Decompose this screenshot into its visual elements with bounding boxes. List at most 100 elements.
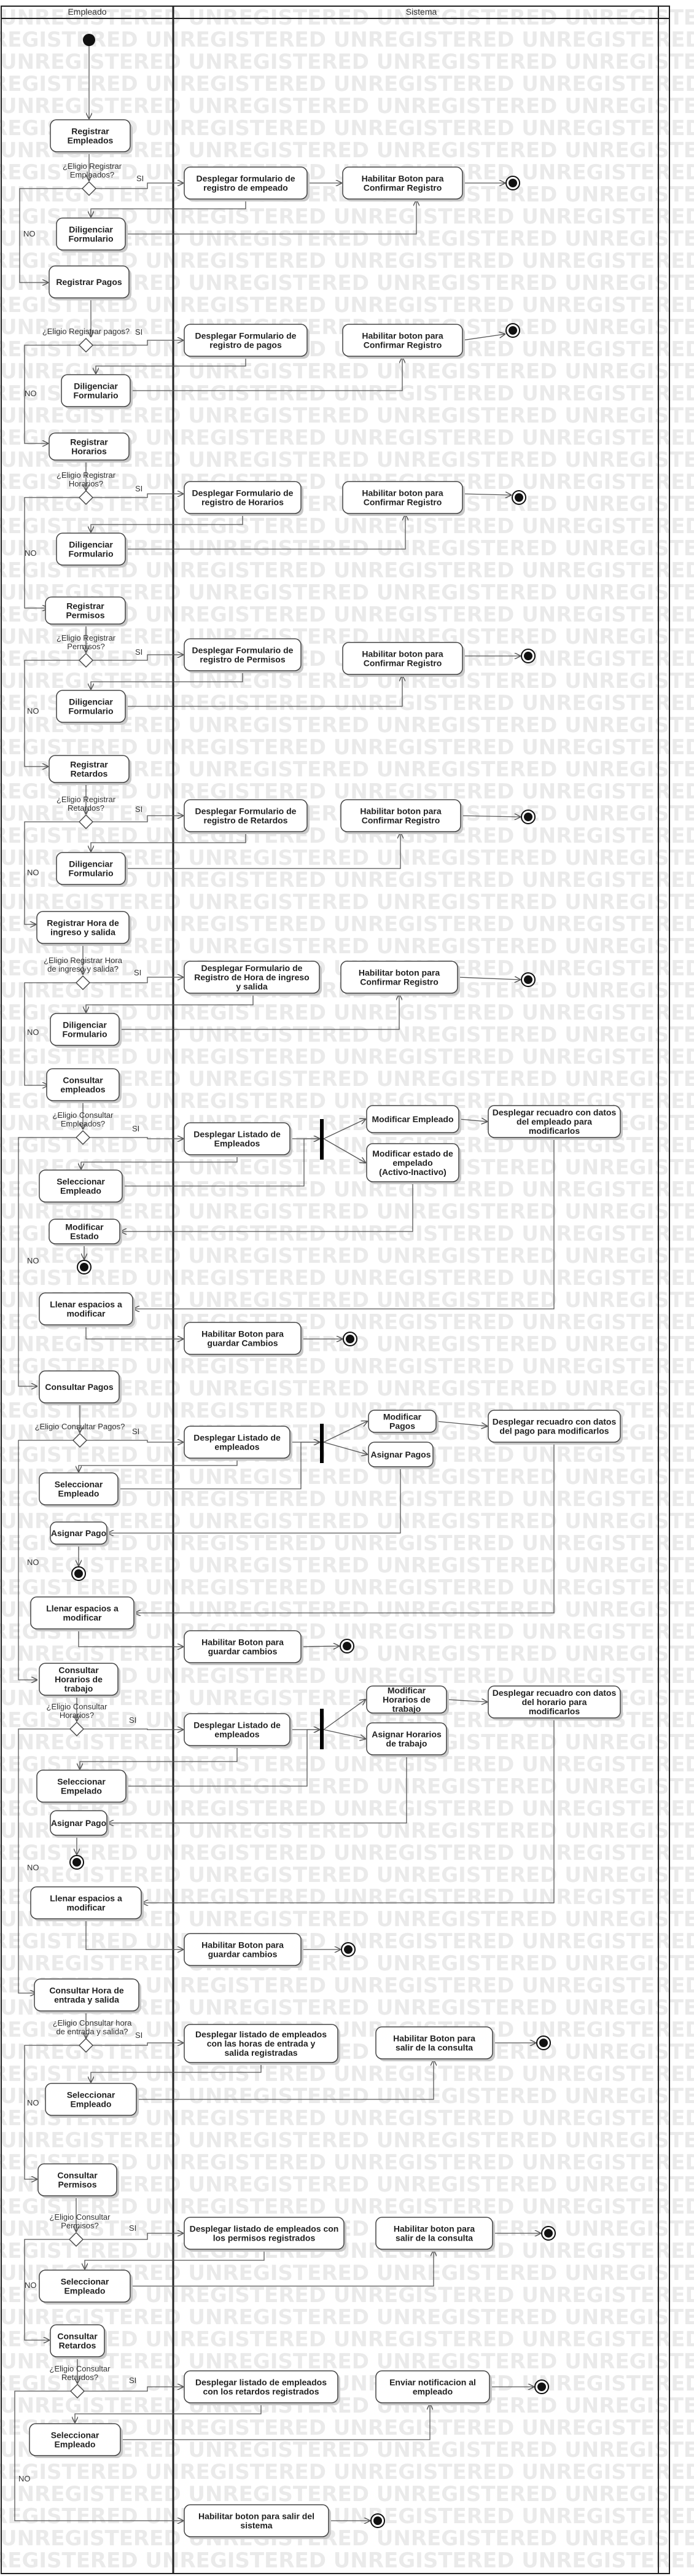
activity-box <box>39 1169 123 1203</box>
activity-label: Registrar Pagos <box>56 277 122 287</box>
decision-label: ¿Eligio Registrar pagos? <box>42 327 130 336</box>
activity-modificar-estado-empleado: Modificar estado deempelado(Activo-Inact… <box>366 1143 461 1184</box>
decision-label: ¿Eligio Consultar <box>53 1110 114 1120</box>
activity-label: Pagos <box>389 1421 415 1431</box>
activity-label: Consultar Hora de <box>49 1986 124 1996</box>
activity-label: entrada y salida <box>54 1995 119 2005</box>
flow-edge <box>91 513 243 532</box>
flow-edge <box>134 1138 555 1309</box>
flow-edge <box>80 1746 238 1769</box>
activity-label: Desplegar recuadro con datos <box>493 1107 617 1117</box>
activity-label: (Activo-Inactivo) <box>379 1167 446 1177</box>
activity-label: empelado <box>392 1158 432 1168</box>
final-node-dot <box>346 1335 354 1343</box>
guard-no: NO <box>27 2098 39 2107</box>
activity-label: Registrar <box>70 437 108 447</box>
activity-label: Empleado <box>60 1186 101 1196</box>
activity-label: Llenar espacios a <box>50 1300 122 1309</box>
activity-box <box>56 852 126 885</box>
activity-label: Habilitar Boton para <box>393 2034 475 2043</box>
watermark-text: UNREGISTERED UNREGISTERED UNREGISTERED U… <box>0 1443 694 1467</box>
flow-edge <box>323 1138 365 1163</box>
guard-no: NO <box>25 2281 37 2290</box>
activity-box <box>184 1713 290 1746</box>
activity-label: empleados <box>60 1085 105 1095</box>
activity-label: Habilitar boton para <box>359 968 440 978</box>
flow-edge <box>96 183 183 189</box>
activity-label: Llenar espacios a <box>50 1894 122 1903</box>
activity-box <box>375 2370 490 2403</box>
activity-box <box>184 1426 290 1459</box>
activity-registrar-pagos: Registrar Pagos <box>49 265 131 300</box>
final-node <box>341 1942 356 1957</box>
flow-edge <box>18 1440 73 1680</box>
activity-box <box>488 1105 621 1138</box>
activity-label: Confirmar Registro <box>364 498 442 507</box>
decision-label: Horarios? <box>60 1711 94 1720</box>
activity-label: Desplegar Formulario de <box>192 488 294 498</box>
activity-label: Modificar <box>65 1222 104 1232</box>
watermark-text: UNREGISTERED UNREGISTERED UNREGISTERED U… <box>0 2394 694 2418</box>
flow-edge <box>96 356 246 373</box>
decision-label: de ingreso y salida? <box>47 964 119 974</box>
final-node-dot <box>524 975 532 984</box>
activity-label: Llenar espacios a <box>46 1604 119 1614</box>
activity-label: Desplegar Listado de <box>193 1130 281 1139</box>
flow-edge <box>78 1629 183 1647</box>
activity-box <box>368 1410 437 1433</box>
decision-label: ¿Eligio Registrar <box>57 470 116 480</box>
activity-label: registro de pagos <box>209 340 282 350</box>
guard-si: SI <box>132 1427 139 1436</box>
activity-box <box>184 1630 302 1663</box>
flow-edge <box>91 2063 262 2082</box>
activity-label: Formulario <box>62 1029 107 1039</box>
activity-box <box>488 1685 621 1719</box>
flow-edge <box>93 494 183 498</box>
activity-label: modificarlos <box>529 1706 580 1716</box>
flow-edge <box>118 1442 319 1489</box>
activity-label: Habilitar boton para <box>362 649 443 659</box>
activity-label: Confirmar Registro <box>364 658 442 668</box>
flow-edge <box>85 2249 265 2269</box>
flow-edge <box>457 977 520 980</box>
activity-label: Consultar Pagos <box>45 1382 113 1392</box>
watermark-text: UNREGISTERED UNREGISTERED UNREGISTERED U… <box>0 1266 694 1290</box>
flow-edge <box>90 1138 183 1139</box>
activity-label: Confirmar Registro <box>364 183 442 193</box>
watermark-text: UNREGISTERED UNREGISTERED UNREGISTERED U… <box>0 1575 694 1600</box>
final-node <box>505 176 520 190</box>
decision-label: Permisos? <box>61 2221 98 2230</box>
activity-box <box>488 1410 621 1443</box>
final-node <box>521 972 536 987</box>
decision-label: Empleados? <box>61 1119 105 1128</box>
decision-diamond <box>76 975 90 990</box>
lanes-frame <box>1 6 670 2574</box>
activity-label: de trabajo <box>386 1739 427 1749</box>
decision-diamond <box>79 2038 93 2053</box>
activity-label: guardar cambios <box>208 1950 278 1959</box>
guard-si: SI <box>135 484 142 493</box>
activity-label: Estado <box>70 1231 99 1241</box>
activity-box <box>50 1521 107 1545</box>
activity-label: Empleado <box>55 2440 96 2449</box>
flow-edge <box>108 1467 401 1533</box>
activity-asignar-pagos-s: Asignar Pagos <box>368 1442 435 1469</box>
decision-diamond <box>72 1433 87 1448</box>
activity-label: Horarios de <box>383 1695 431 1704</box>
final-node <box>343 1332 357 1346</box>
activity-box <box>50 1810 107 1836</box>
